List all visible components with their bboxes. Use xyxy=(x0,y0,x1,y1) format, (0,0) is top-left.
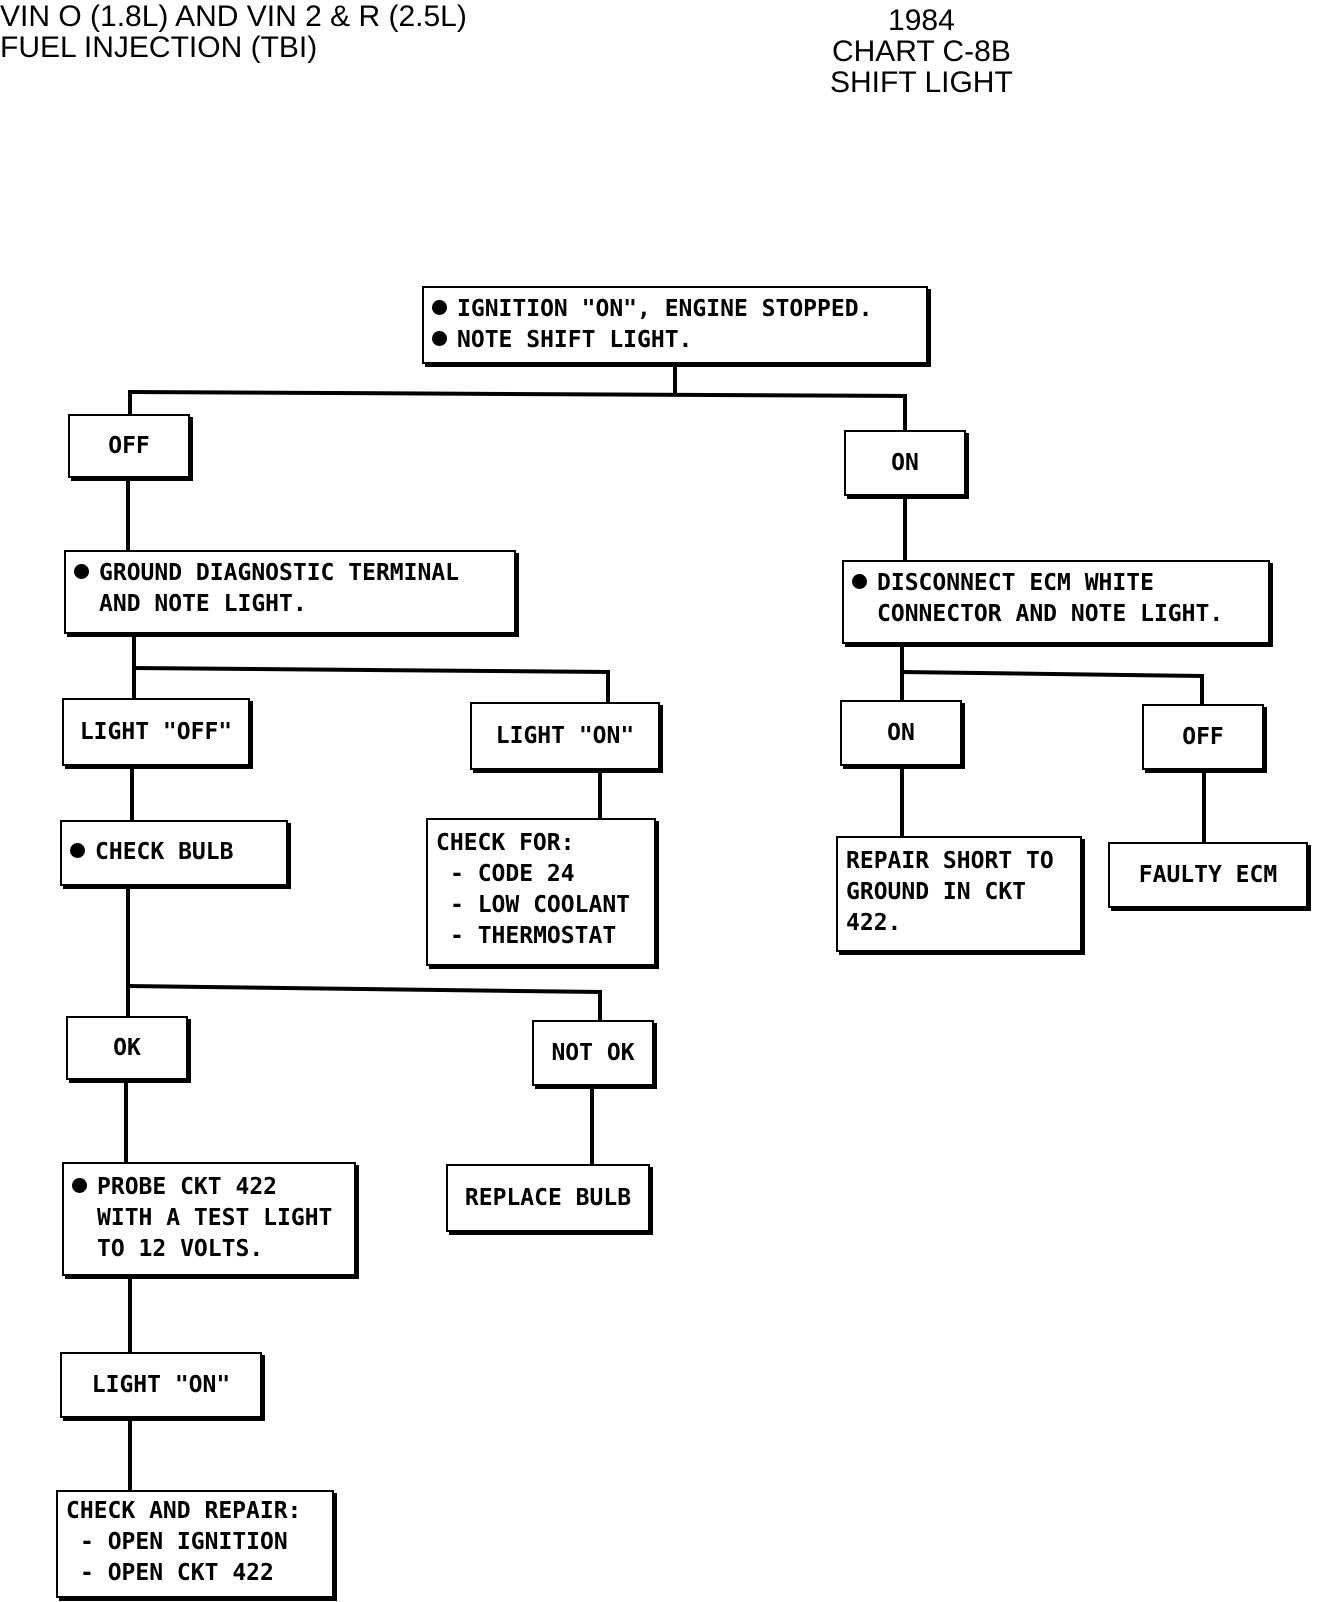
check-for-box: CHECK FOR: - CODE 24 - LOW COOLANT - THE… xyxy=(426,818,656,966)
bullet-icon xyxy=(72,1178,87,1193)
light-on-box: LIGHT "ON" xyxy=(470,702,660,770)
probe-ckt-text-2: WITH A TEST LIGHT xyxy=(97,1205,333,1231)
ok-label: OK xyxy=(113,1034,141,1061)
disconnect-ecm-text-2: CONNECTOR AND NOTE LIGHT. xyxy=(877,601,1224,627)
probe-ckt-box: PROBE CKT 422 WITH A TEST LIGHT TO 12 VO… xyxy=(62,1162,356,1276)
check-bulb-box: CHECK BULB xyxy=(60,820,288,886)
faulty-ecm-text: FAULTY ECM xyxy=(1138,861,1278,888)
not-ok-label: NOT OK xyxy=(551,1039,635,1066)
probe-light-on-label: LIGHT "ON" xyxy=(91,1371,231,1398)
ground-terminal-text-2: AND NOTE LIGHT. xyxy=(99,591,307,617)
light-on-label: LIGHT "ON" xyxy=(495,722,635,749)
on-label: ON xyxy=(891,449,919,476)
connector-line xyxy=(125,983,603,995)
off-label: OFF xyxy=(108,432,150,459)
ground-terminal-box: GROUND DIAGNOSTIC TERMINAL AND NOTE LIGH… xyxy=(64,550,516,634)
header-year: 1984 xyxy=(888,4,955,37)
replace-bulb-text: REPLACE BULB xyxy=(464,1184,632,1211)
check-and-repair-text-3: - OPEN CKT 422 xyxy=(80,1560,274,1586)
light-off-box: LIGHT "OFF" xyxy=(62,698,250,766)
ecm-off-label: OFF xyxy=(1182,723,1224,750)
start-step-text-1: IGNITION "ON", ENGINE STOPPED. xyxy=(457,296,873,322)
check-and-repair-text-2: - OPEN IGNITION xyxy=(80,1529,288,1555)
check-for-text-4: - THERMOSTAT xyxy=(450,923,617,949)
bullet-icon xyxy=(432,331,447,346)
start-step-line: IGNITION "ON", ENGINE STOPPED. xyxy=(432,294,918,325)
repair-short-text-2: GROUND IN CKT xyxy=(846,879,1027,905)
on-label-box: ON xyxy=(844,430,966,496)
check-for-text-2: - CODE 24 xyxy=(450,861,575,887)
header-vin-line: VIN O (1.8L) AND VIN 2 & R (2.5L) xyxy=(0,0,467,33)
header-right: 1984 CHART C-8B SHIFT LIGHT xyxy=(830,5,1013,98)
repair-short-text-1: REPAIR SHORT TO xyxy=(846,848,1054,874)
ecm-on-label: ON xyxy=(887,719,915,746)
disconnect-ecm-box: DISCONNECT ECM WHITE CONNECTOR AND NOTE … xyxy=(842,560,1270,644)
probe-ckt-text-1: PROBE CKT 422 xyxy=(97,1174,278,1200)
disconnect-ecm-line: DISCONNECT ECM WHITE xyxy=(852,568,1260,599)
probe-ckt-text-3: TO 12 VOLTS. xyxy=(97,1236,264,1262)
check-and-repair-text-1: CHECK AND REPAIR: xyxy=(66,1498,302,1524)
disconnect-ecm-text-1: DISCONNECT ECM WHITE xyxy=(877,570,1154,596)
replace-bulb-box: REPLACE BULB xyxy=(446,1164,650,1232)
connector-line xyxy=(127,389,908,399)
ecm-on-label-box: ON xyxy=(840,700,962,766)
start-step-box: IGNITION "ON", ENGINE STOPPED. NOTE SHIF… xyxy=(422,286,928,364)
ground-terminal-text-1: GROUND DIAGNOSTIC TERMINAL xyxy=(99,560,460,586)
repair-short-box: REPAIR SHORT TO GROUND IN CKT 422. xyxy=(836,836,1082,952)
start-step-text-2: NOTE SHIFT LIGHT. xyxy=(457,327,693,353)
header-fuel-line: FUEL INJECTION (TBI) xyxy=(0,31,318,64)
ecm-off-label-box: OFF xyxy=(1142,704,1264,770)
start-step-line: NOTE SHIFT LIGHT. xyxy=(432,325,918,356)
bullet-icon xyxy=(74,564,89,579)
header-left: VIN O (1.8L) AND VIN 2 & R (2.5L) FUEL I… xyxy=(0,1,467,63)
header-chart-id: CHART C-8B xyxy=(831,35,1011,68)
ground-terminal-line: GROUND DIAGNOSTIC TERMINAL xyxy=(74,558,506,589)
repair-short-text-3: 422. xyxy=(846,910,902,936)
probe-light-on-box: LIGHT "ON" xyxy=(60,1352,262,1418)
check-and-repair-box: CHECK AND REPAIR: - OPEN IGNITION - OPEN… xyxy=(56,1490,334,1598)
check-for-text-1: CHECK FOR: xyxy=(436,830,575,856)
probe-ckt-line: PROBE CKT 422 xyxy=(72,1172,346,1203)
check-bulb-text: CHECK BULB xyxy=(95,839,234,865)
not-ok-label-box: NOT OK xyxy=(532,1020,654,1086)
bullet-icon xyxy=(70,843,85,858)
check-bulb-line: CHECK BULB xyxy=(70,837,278,868)
bullet-icon xyxy=(852,574,867,589)
off-label-box: OFF xyxy=(68,414,190,478)
bullet-icon xyxy=(432,300,447,315)
connector-line xyxy=(899,669,1205,679)
ok-label-box: OK xyxy=(66,1016,188,1080)
faulty-ecm-box: FAULTY ECM xyxy=(1108,842,1308,908)
check-for-text-3: - LOW COOLANT xyxy=(450,892,631,918)
light-off-label: LIGHT "OFF" xyxy=(79,718,233,745)
header-subject: SHIFT LIGHT xyxy=(830,66,1013,99)
connector-line xyxy=(131,665,611,675)
